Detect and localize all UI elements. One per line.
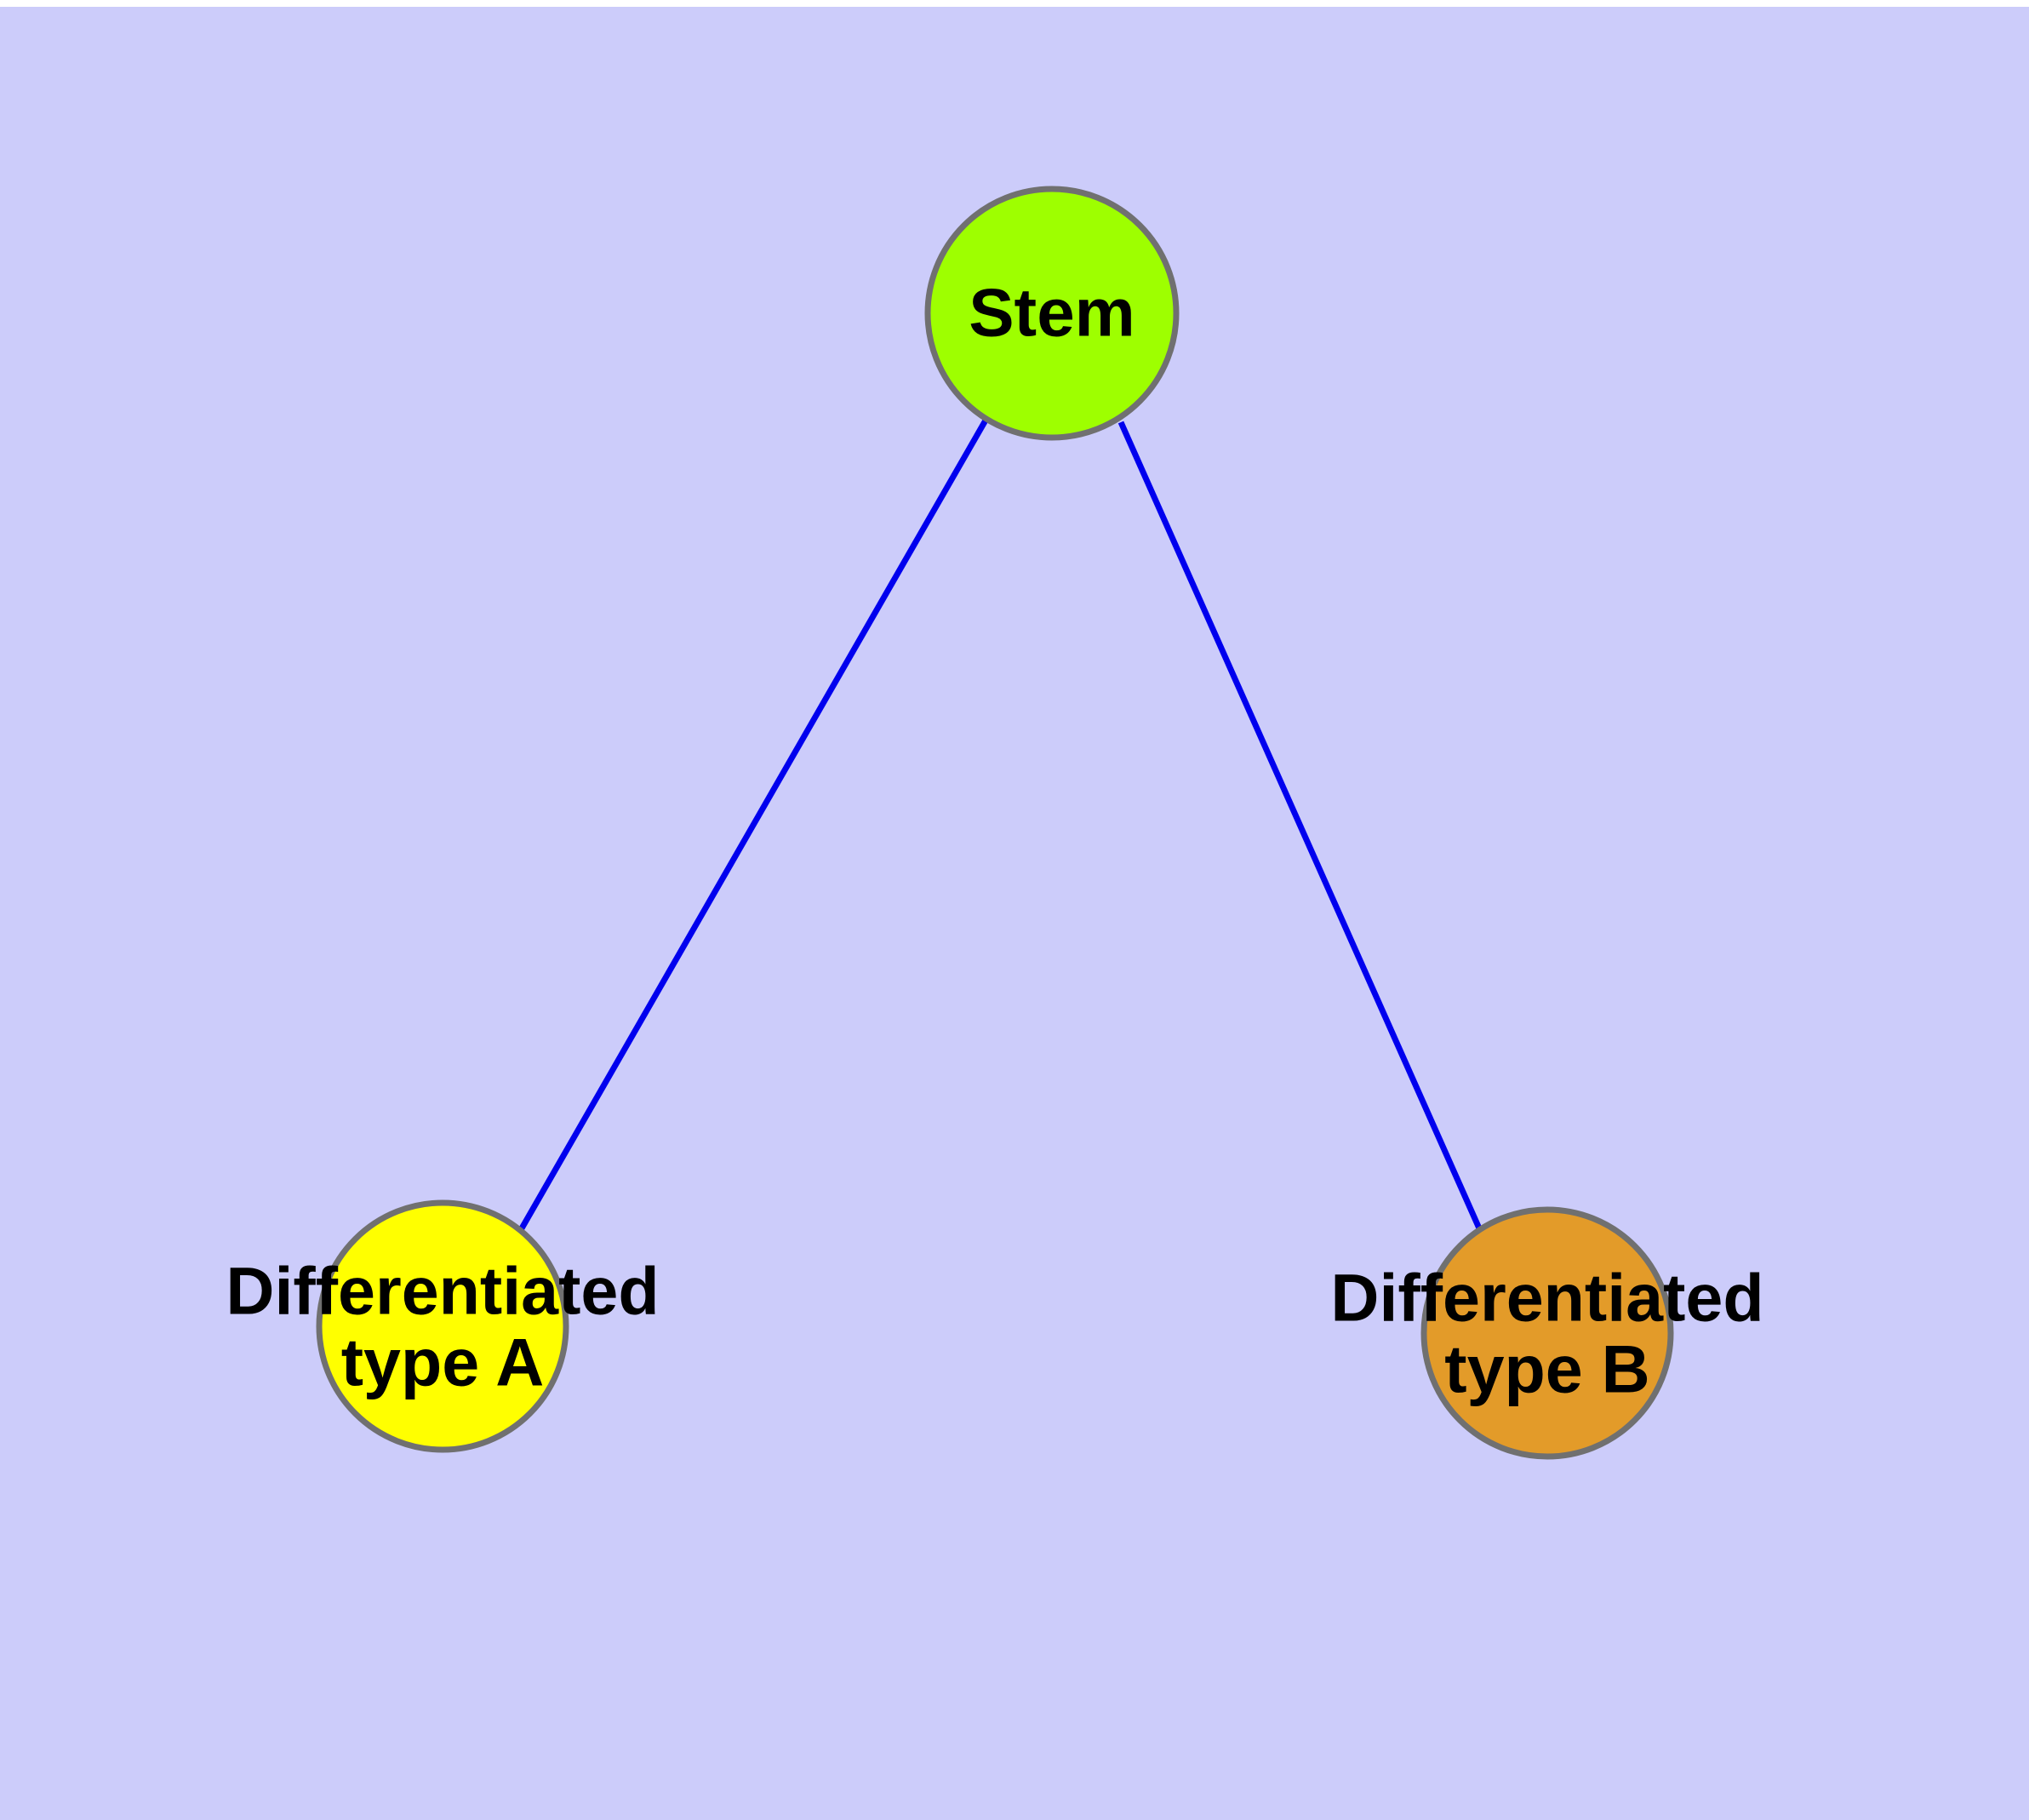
edge-stem-to-diff-b[interactable] xyxy=(1117,421,1483,1230)
node-differentiated-type-b[interactable] xyxy=(1420,1206,1674,1460)
node-stem[interactable] xyxy=(924,186,1180,441)
edge-layer xyxy=(518,417,1483,1230)
node-hit-stem[interactable] xyxy=(928,189,1176,438)
node-hit-differentiated-type-b[interactable] xyxy=(1424,1210,1671,1457)
node-layer xyxy=(316,186,1674,1460)
node-differentiated-type-a[interactable] xyxy=(316,1199,569,1453)
edge-stem-to-diff-a[interactable] xyxy=(518,417,990,1230)
node-hit-differentiated-type-a[interactable] xyxy=(319,1203,566,1450)
